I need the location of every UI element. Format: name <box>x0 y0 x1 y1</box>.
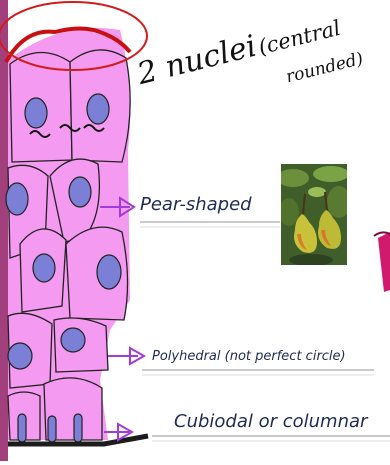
nucleus <box>48 416 56 442</box>
nucleus <box>97 255 121 289</box>
nucleus <box>8 343 32 369</box>
tube-shape <box>378 232 390 292</box>
arrow-polyhedral <box>108 348 144 364</box>
nucleus <box>87 94 109 124</box>
nucleus <box>18 414 26 442</box>
label-polyhedral: Polyhedral (not perfect circle) <box>152 349 346 364</box>
nucleus <box>69 177 91 207</box>
nucleus <box>6 183 28 215</box>
nucleus <box>74 414 82 442</box>
tissue-strip <box>0 0 8 461</box>
label-pear-shaped: Pear-shaped <box>140 194 252 215</box>
nucleus <box>25 98 47 128</box>
label-cuboidal: Cubiodal or columnar <box>174 411 367 432</box>
nucleus <box>33 254 55 282</box>
pear-photo <box>281 164 347 265</box>
nucleus <box>61 328 85 352</box>
